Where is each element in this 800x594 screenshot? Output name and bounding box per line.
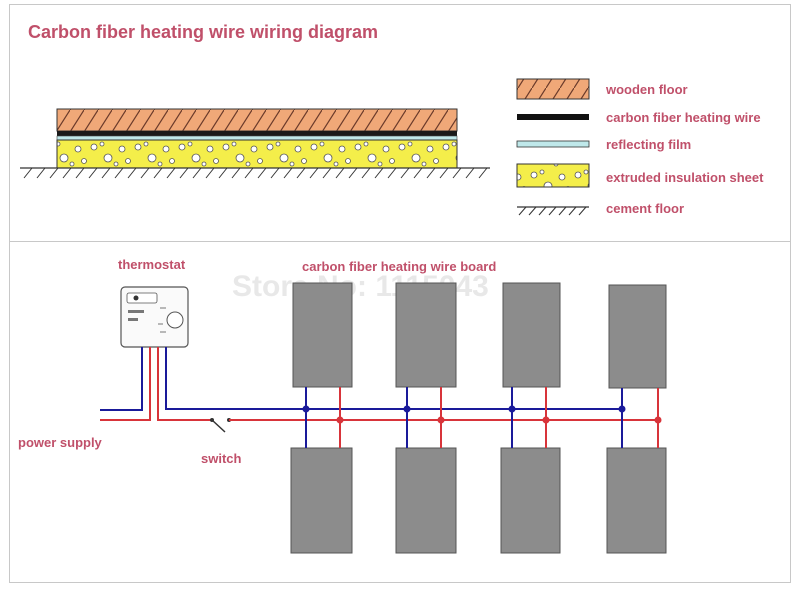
heating-wire-layer [57,131,457,136]
junction-blue-3 [508,405,516,413]
diagram-title: Carbon fiber heating wire wiring diagram [28,22,379,42]
diagram-frame [9,4,791,583]
legend-swatch-insulation-sheet [516,163,590,188]
wooden-floor-layer [56,108,458,132]
insulation-layer [56,139,458,169]
junction-red-2 [437,416,445,424]
legend-label-cement-floor: cement floor [606,201,685,216]
thermostat-label: thermostat [118,257,186,272]
wire-blue-bus [165,347,622,410]
wire-power-blue [100,347,143,411]
floor-cross-section [20,108,490,179]
section-divider [9,241,791,242]
heating-board-4 [608,284,667,389]
wire-power-red [100,347,151,421]
heating-board-3 [502,282,561,388]
legend-swatches [516,78,590,216]
junction-red-1 [336,416,344,424]
reflecting-film-layer [56,135,458,141]
heating-boards [290,282,667,554]
legend-label-wooden-floor: wooden floor [606,82,688,97]
junction-red-4 [654,416,662,424]
power-supply-label: power supply [18,435,102,450]
heating-board-1 [292,282,353,388]
legend-swatch-heating-wire [517,114,589,120]
thermostat-device [120,286,189,348]
junction-blue-2 [403,405,411,413]
cement-floor-hatch [23,167,488,179]
heating-board-5 [290,447,353,554]
legend-label-heating-wire: carbon fiber heating wire [606,110,761,125]
junction-red-3 [542,416,550,424]
legend-label-reflecting-film: reflecting film [606,137,692,152]
switch-lever [211,419,226,433]
junction-blue-4 [618,405,626,413]
switch-contact-a [210,418,214,422]
wiring [100,347,662,448]
heating-board-8 [606,447,667,554]
heating-board-2 [395,282,457,388]
board-label: carbon fiber heating wire board [302,259,497,274]
legend-swatch-wooden-floor [516,78,590,100]
heating-board-6 [395,447,457,554]
legend-swatch-reflecting-film [516,140,590,148]
switch-label: switch [201,451,242,466]
heating-board-7 [500,447,561,554]
legend-label-insulation-sheet: extruded insulation sheet [606,170,764,185]
wire-thermostat-red-out [157,347,212,421]
junction-blue-1 [302,405,310,413]
